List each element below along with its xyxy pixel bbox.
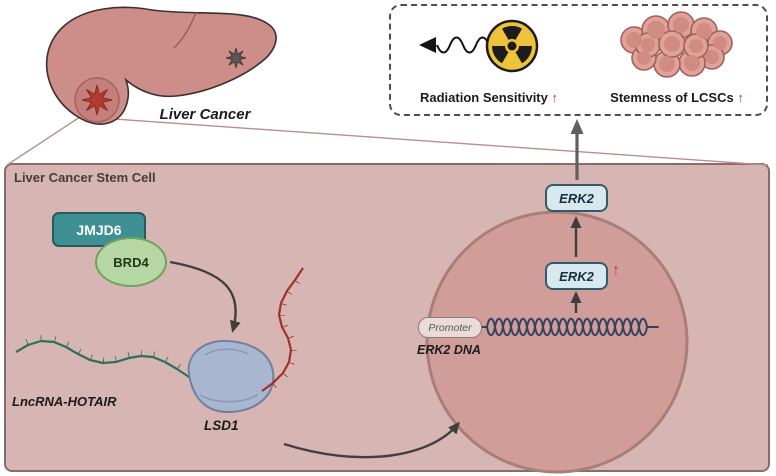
brd4-protein-ellipse: BRD4 <box>95 237 167 287</box>
erk2-up-arrow-icon: ↑ <box>612 262 620 279</box>
stemness-text: Stemness of LCSCs <box>610 90 734 105</box>
lesion-starburst-icon <box>225 47 247 69</box>
erk2-dna-label: ERK2 DNA <box>417 343 481 357</box>
liver-cancer-label: Liver Cancer <box>159 106 251 123</box>
arrow-brd4-to-lsd1 <box>169 260 241 333</box>
lncrna-hotair-strand <box>15 341 202 385</box>
nucleus <box>425 210 689 474</box>
liver-cleft <box>173 11 197 49</box>
wavy-arrow-icon <box>419 36 490 54</box>
rna-strand-red <box>261 267 304 392</box>
tumor-starburst-icon <box>81 84 113 116</box>
lsd1-label: LSD1 <box>204 418 239 433</box>
liver-illustration <box>45 6 277 125</box>
panel-title: Liver Cancer Stem Cell <box>14 170 156 185</box>
radiation-icon <box>485 19 539 73</box>
radiation-sensitivity-label: Radiation Sensitivity ↑ <box>398 90 580 105</box>
zoom-connector-lines <box>6 116 769 166</box>
promoter-box: Promoter <box>418 317 482 338</box>
radiation-sensitivity-text: Radiation Sensitivity <box>420 90 548 105</box>
erk2-cytoplasm-box: ERK2 <box>545 184 608 212</box>
lncrna-hotair-label: LncRNA-HOTAIR <box>12 394 117 409</box>
erk2-nuclear-box: ERK2 <box>545 262 608 290</box>
radiation-up-arrow-icon: ↑ <box>551 90 559 105</box>
stemness-up-arrow-icon: ↑ <box>737 90 744 105</box>
dna-helix <box>478 317 659 337</box>
arrow-lsd1-to-nucleus <box>283 421 460 459</box>
lsd1-protein <box>187 339 275 414</box>
stemness-label: Stemness of LCSCs ↑ <box>588 90 766 105</box>
cell-cluster-icon <box>620 11 733 78</box>
